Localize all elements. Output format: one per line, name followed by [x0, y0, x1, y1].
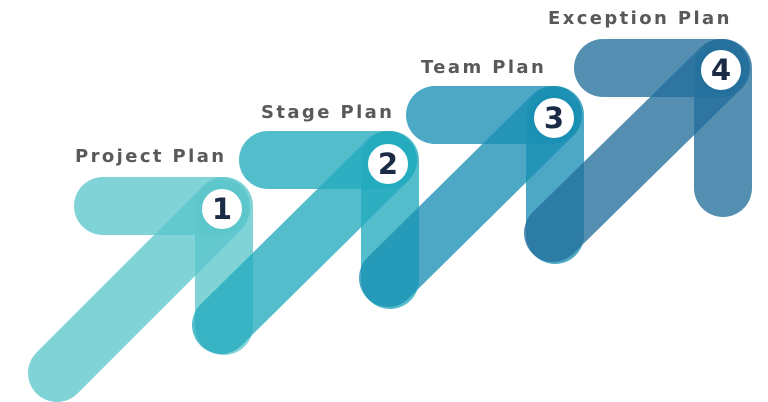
- stage-1-diagonal: [28, 180, 250, 402]
- stage-3-label: Team Plan: [421, 57, 547, 78]
- stage-4-label: Exception Plan: [548, 8, 732, 29]
- stage-4-number: 4: [710, 52, 732, 87]
- stage-1-number-badge: 1: [199, 186, 245, 232]
- stage-1-number: 1: [211, 191, 233, 226]
- stage-2-number: 2: [377, 146, 399, 181]
- stage-1-arrow: [28, 177, 253, 402]
- stage-2-label: Stage Plan: [261, 102, 395, 123]
- stage-3-number-badge: 3: [531, 95, 577, 141]
- stage-1-label: Project Plan: [75, 146, 227, 167]
- stage-3-number: 3: [543, 100, 565, 135]
- stage-4-number-badge: 4: [698, 47, 744, 93]
- stage-2-number-badge: 2: [365, 141, 411, 187]
